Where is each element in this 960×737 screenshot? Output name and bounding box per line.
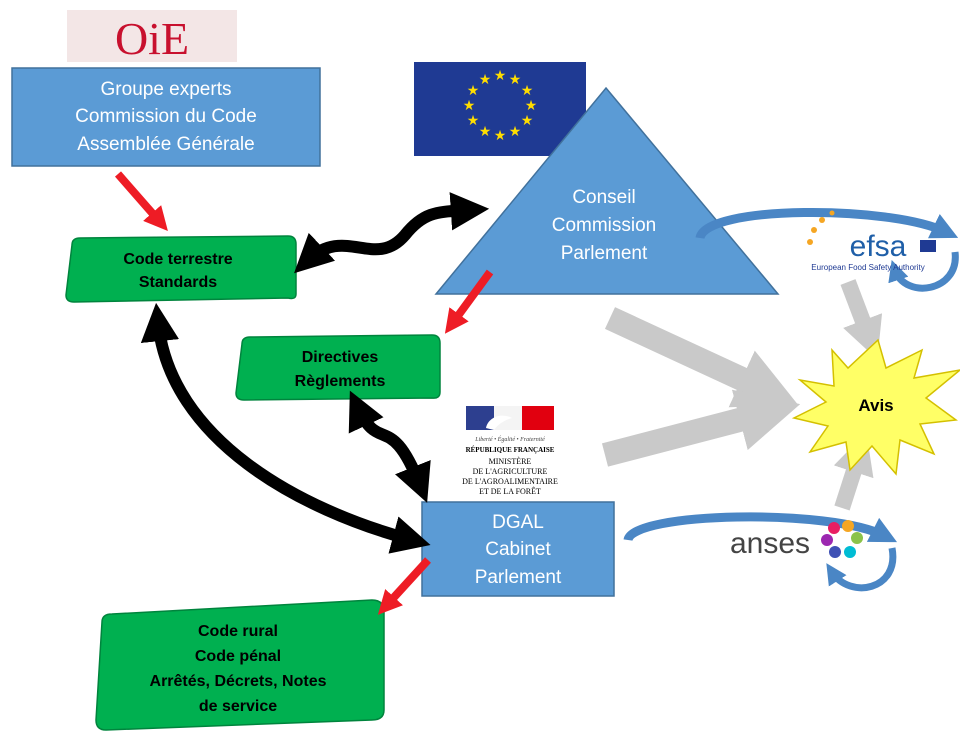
code-rural-scroll-shape	[95, 599, 385, 731]
directives-scroll: Directives Règlements	[235, 334, 441, 401]
efsa-logo: efsa European Food Safety Authority	[695, 207, 959, 292]
ministere-line-1: MINISTÈRE	[489, 456, 532, 466]
svg-text:★: ★	[467, 113, 480, 129]
ministere-line-4: ET DE LA FORÊT	[479, 486, 541, 496]
black-arrow-code-terrestre-dgal	[140, 302, 431, 554]
svg-text:★: ★	[509, 72, 522, 88]
oie-box-line-3: Assemblée Générale	[77, 134, 254, 155]
avis-label: Avis	[858, 396, 893, 415]
eu-institutions-triangle: Conseil Commission Parlement	[434, 86, 780, 295]
svg-text:★: ★	[479, 72, 492, 88]
svg-text:★: ★	[525, 98, 538, 114]
anses-flower-icon	[821, 520, 863, 558]
gray-arrow-efsa-to-avis	[840, 279, 883, 360]
svg-text:★: ★	[521, 113, 534, 129]
oie-logo-background	[67, 10, 237, 62]
ministere-line-2: DE L'AGRICULTURE	[473, 467, 548, 476]
efsa-logo-text: efsa	[850, 230, 907, 263]
svg-text:★: ★	[494, 128, 507, 144]
eu-triangle-line-2: Commission	[552, 215, 657, 236]
avis-starburst: Avis	[791, 338, 960, 476]
oie-experts-box-background	[11, 67, 321, 167]
dgal-box-background	[421, 501, 615, 597]
directives-line-2: Règlements	[295, 373, 386, 390]
svg-text:★: ★	[467, 83, 480, 99]
anses-logo-text: anses	[730, 527, 810, 560]
efsa-cycle-arrow-top	[695, 207, 959, 240]
code-terrestre-line-2: Standards	[139, 274, 217, 291]
eu-triangle-line-3: Parlement	[561, 243, 648, 264]
gray-arrows	[601, 279, 883, 511]
code-rural-line-1: Code rural	[198, 623, 278, 640]
black-arrow-directives-ministere	[348, 390, 431, 503]
anses-cycle-arrow-top	[623, 512, 898, 543]
red-arrow-dgal-to-code-rural	[377, 557, 431, 615]
oie-box-line-2: Commission du Code	[75, 106, 257, 127]
code-terrestre-line-1: Code terrestre	[123, 251, 232, 268]
black-arrow-code-terrestre-eu	[294, 192, 490, 274]
code-rural-scroll: Code rural Code pénal Arrêtés, Décrets, …	[95, 599, 385, 731]
svg-text:★: ★	[479, 124, 492, 140]
directives-line-1: Directives	[302, 349, 379, 366]
gray-arrow-dgal-to-avis	[601, 389, 801, 467]
avis-starburst-shape	[791, 338, 960, 476]
directives-scroll-shape	[235, 334, 441, 401]
oie-experts-box: Groupe experts Commission du Code Assemb…	[11, 67, 321, 167]
marianne-red	[522, 406, 554, 430]
dgal-line-2: Cabinet	[485, 539, 551, 560]
oie-logo-text: OiE	[115, 13, 189, 64]
code-terrestre-scroll: Code terrestre Standards	[65, 235, 297, 303]
eu-triangle-shape	[434, 86, 780, 295]
code-terrestre-scroll-shape	[65, 235, 297, 303]
anses-cycle-arrow-bottom	[826, 547, 897, 592]
svg-text:★: ★	[509, 124, 522, 140]
efsa-tagline: European Food Safety Authority	[811, 263, 924, 272]
svg-text:★: ★	[521, 83, 534, 99]
eu-flag-background	[414, 62, 586, 156]
efsa-eu-mini-flag	[920, 240, 936, 252]
ministere-motto: Liberté • Égalité • Fraternité	[474, 435, 545, 443]
oie-box-line-1: Groupe experts	[101, 79, 232, 100]
efsa-cycle-arrow-bottom	[888, 251, 959, 292]
eu-flag-stars: ★★★★ ★★★★ ★★★★	[463, 68, 538, 144]
marianne-profile	[486, 415, 512, 430]
anses-logo: anses	[623, 512, 898, 592]
ministere-republique: RÉPUBLIQUE FRANÇAISE	[466, 446, 555, 454]
svg-text:★: ★	[463, 98, 476, 114]
oie-logo: OiE	[67, 10, 237, 64]
ministere-logo: Liberté • Égalité • Fraternité RÉPUBLIQU…	[462, 406, 558, 496]
svg-text:★: ★	[494, 68, 507, 84]
eu-flag: ★★★★ ★★★★ ★★★★	[414, 62, 586, 156]
ministere-line-3: DE L'AGROALIMENTAIRE	[462, 477, 558, 486]
red-arrow-oie-to-code-terrestre	[114, 171, 168, 232]
red-arrows	[114, 171, 494, 615]
gray-arrow-eu-to-avis	[604, 307, 799, 408]
dgal-line-3: Parlement	[475, 567, 562, 588]
eu-triangle-line-1: Conseil	[572, 187, 635, 208]
dgal-box: DGAL Cabinet Parlement	[421, 501, 615, 597]
code-rural-line-3: Arrêtés, Décrets, Notes	[150, 673, 327, 690]
black-arrows	[140, 192, 490, 554]
code-rural-line-2: Code pénal	[195, 648, 281, 665]
code-rural-line-4: de service	[199, 698, 277, 715]
red-arrow-eu-to-directives	[444, 269, 494, 334]
dgal-line-1: DGAL	[492, 512, 544, 533]
